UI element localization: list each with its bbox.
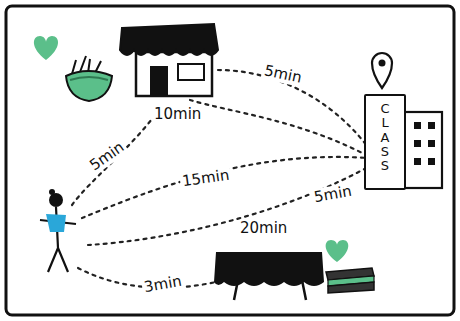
travel-time: 5min: [85, 137, 129, 175]
table: [214, 252, 324, 300]
salad-bowl: [66, 56, 112, 101]
travel-time: 20min: [238, 220, 289, 237]
travel-time: 5min: [311, 182, 355, 206]
route: [82, 157, 368, 218]
location-pin: [372, 53, 392, 88]
route: [190, 100, 368, 156]
person-figure: [40, 189, 76, 272]
route: [72, 106, 162, 205]
travel-time: 3min: [141, 272, 185, 296]
heart-icon: [34, 36, 58, 60]
route: [88, 166, 370, 245]
side-building: [404, 112, 442, 188]
travel-time: 10min: [152, 106, 203, 123]
dotted-paths: [72, 70, 370, 288]
travel-time: 15min: [179, 167, 232, 190]
sandwich: [326, 268, 374, 293]
frame: [6, 6, 454, 315]
building-label: CLASS: [379, 102, 392, 182]
shop-building: [120, 24, 218, 96]
travel-time: 5min: [261, 62, 305, 87]
class-building: CLASS: [364, 94, 406, 190]
heart-icon: [326, 240, 349, 262]
